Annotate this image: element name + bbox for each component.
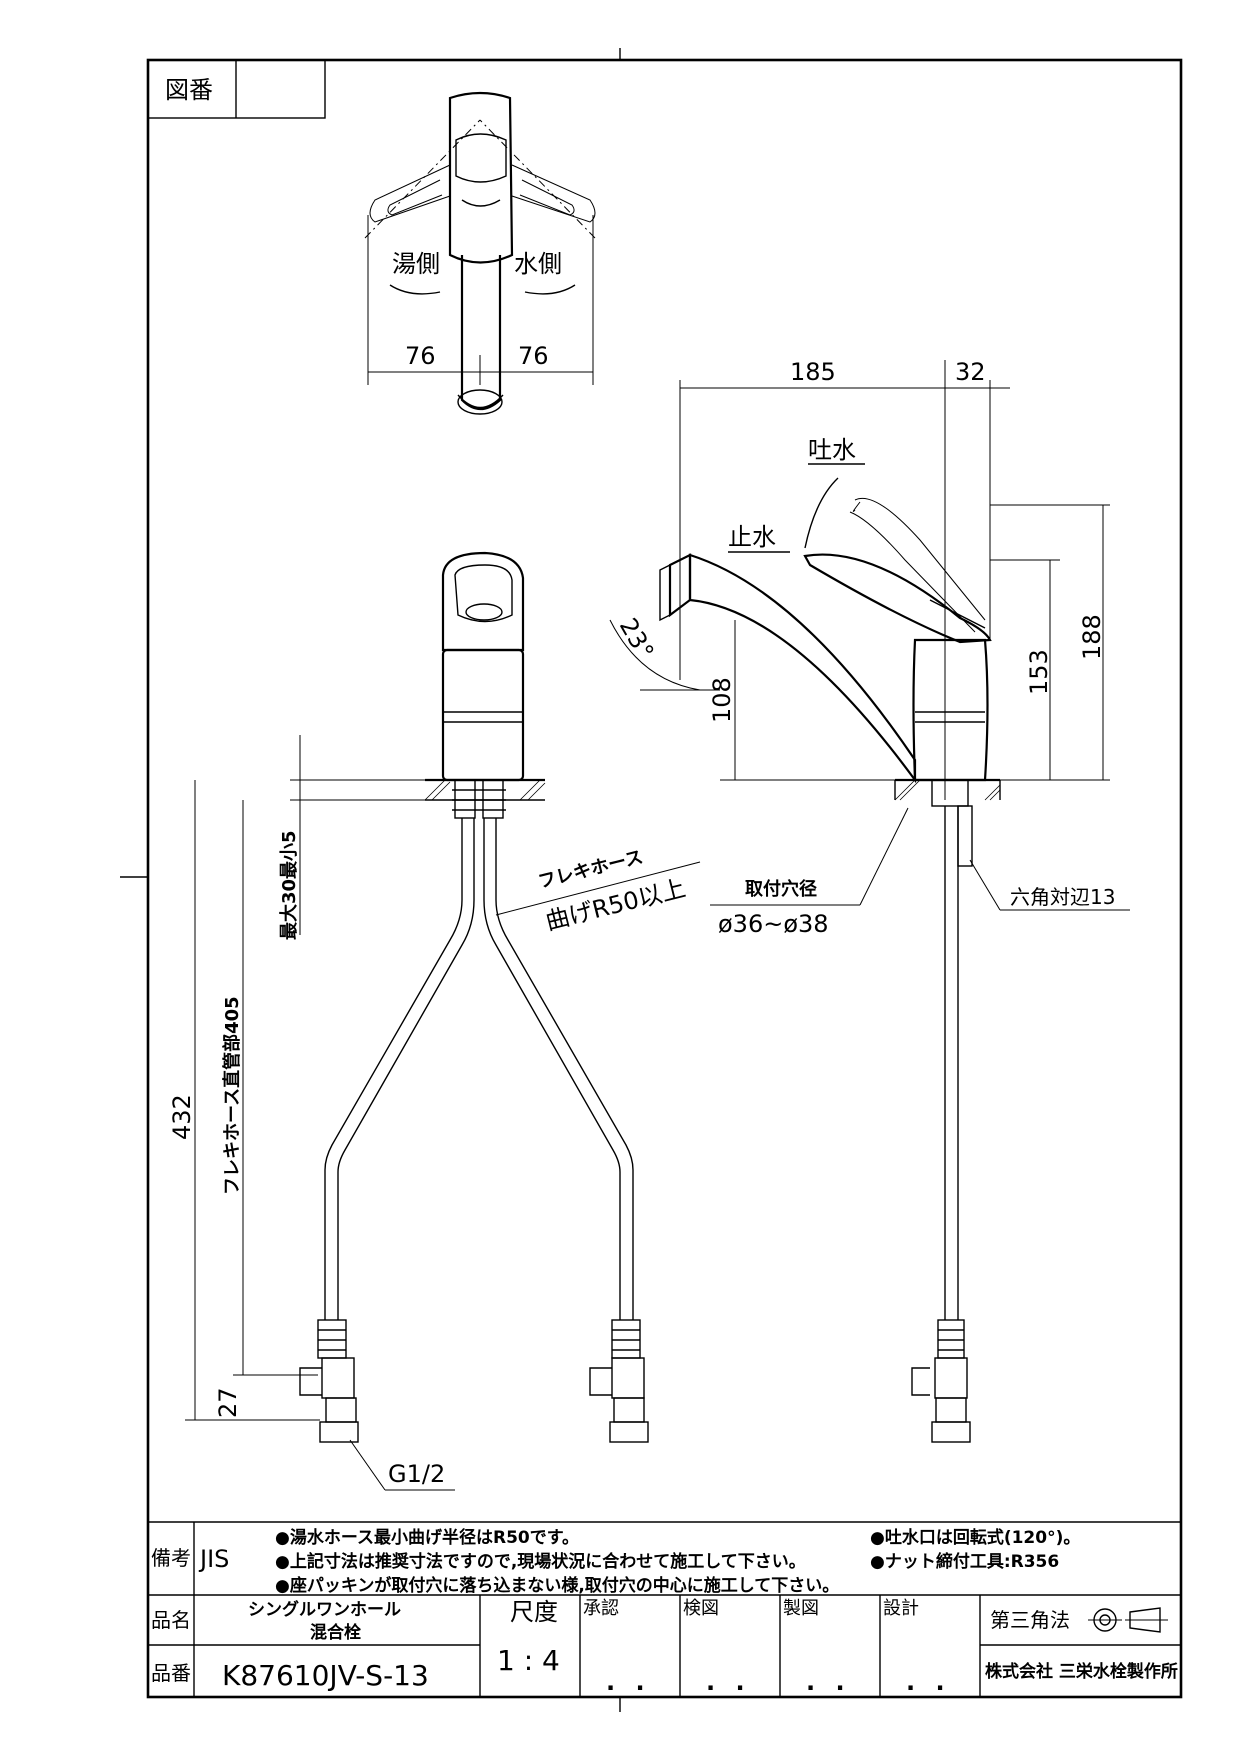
- product-name-line1: シングルワンホール: [248, 1599, 401, 1620]
- hex-size-label: 六角対辺13: [1010, 885, 1115, 909]
- design-label: 設計: [883, 1598, 919, 1619]
- notes-label: 備考: [151, 1546, 191, 1570]
- scale-value: 1 : 4: [497, 1644, 560, 1677]
- angle-23: 23°: [614, 613, 660, 664]
- drawing-date: . .: [806, 1668, 851, 1696]
- discharge-label: 吐水: [808, 436, 856, 464]
- design-date: . .: [906, 1668, 951, 1696]
- top-view: 湯側 水側 76 76: [364, 91, 596, 415]
- flex-hose-label: フレキホース: [536, 847, 645, 893]
- company-name: 株式会社 三栄水栓製作所: [985, 1661, 1178, 1682]
- notes-standard: JIS: [198, 1545, 229, 1573]
- product-name-line2: 混合栓: [310, 1622, 361, 1643]
- dim-27: 27: [214, 1387, 242, 1418]
- drawing-no-label: 図番: [165, 76, 213, 104]
- note-line-2: ●上記寸法は推奨寸法ですので,現場状況に合わせて施工して下さい。: [275, 1551, 806, 1572]
- dim-max30-min5: 最大30最小5: [278, 830, 300, 940]
- dim-hose-straight: フレキホース直管部405: [221, 996, 243, 1195]
- thread-label: G1/2: [388, 1460, 445, 1488]
- scale-label: 尺度: [510, 1598, 558, 1626]
- drawing-number-box: 図番: [147, 59, 326, 119]
- note-right-2: ●ナット締付工具:R356: [870, 1551, 1059, 1572]
- mount-hole-label: 取付穴径: [745, 878, 817, 900]
- dim-32: 32: [955, 358, 986, 386]
- dim-185: 185: [790, 358, 836, 386]
- drawing-label: 製図: [783, 1598, 819, 1619]
- third-angle-projection-icon: [1088, 1607, 1168, 1633]
- stop-label: 止水: [728, 523, 776, 551]
- product-no: K87610JV-S-13: [222, 1659, 429, 1692]
- dim-76-right: 76: [518, 342, 549, 370]
- dim-76-left: 76: [405, 342, 436, 370]
- front-view: フレキホース 曲げR50以上 最大30最小5 432 フレキホース直管部405 …: [168, 551, 701, 1491]
- approval-date: . .: [606, 1668, 651, 1696]
- dim-188: 188: [1078, 614, 1106, 660]
- note-line-3: ●座パッキンが取付穴に落ち込まない様,取付穴の中心に施工して下さい。: [275, 1575, 839, 1596]
- hot-side-label: 湯側: [392, 250, 440, 278]
- note-line-1: ●湯水ホース最小曲げ半径はR50です。: [275, 1527, 579, 1548]
- product-no-label: 品番: [151, 1661, 191, 1685]
- mount-hole-value: ø36~ø38: [718, 910, 829, 938]
- check-label: 検図: [683, 1598, 719, 1619]
- side-view: 185 32 吐水 止水 23° 108 153 188 取付穴径 ø36~ø3…: [609, 358, 1130, 1443]
- notes-block: 備考 JIS ●湯水ホース最小曲げ半径はR50です。 ●上記寸法は推奨寸法ですの…: [148, 1521, 1181, 1596]
- note-right-1: ●吐水口は回転式(120°)。: [870, 1527, 1080, 1548]
- product-name-label: 品名: [151, 1608, 191, 1632]
- title-block: 品名 シングルワンホール 混合栓 品番 K87610JV-S-13 尺度 1 :…: [148, 1595, 1181, 1697]
- dim-108: 108: [708, 677, 736, 723]
- check-date: . .: [706, 1668, 751, 1696]
- cold-side-label: 水側: [514, 250, 562, 278]
- projection-label: 第三角法: [990, 1608, 1070, 1632]
- sheet-border: [146, 58, 1183, 1699]
- approval-label: 承認: [583, 1598, 619, 1619]
- dim-153: 153: [1025, 649, 1053, 695]
- dim-432: 432: [168, 1094, 196, 1140]
